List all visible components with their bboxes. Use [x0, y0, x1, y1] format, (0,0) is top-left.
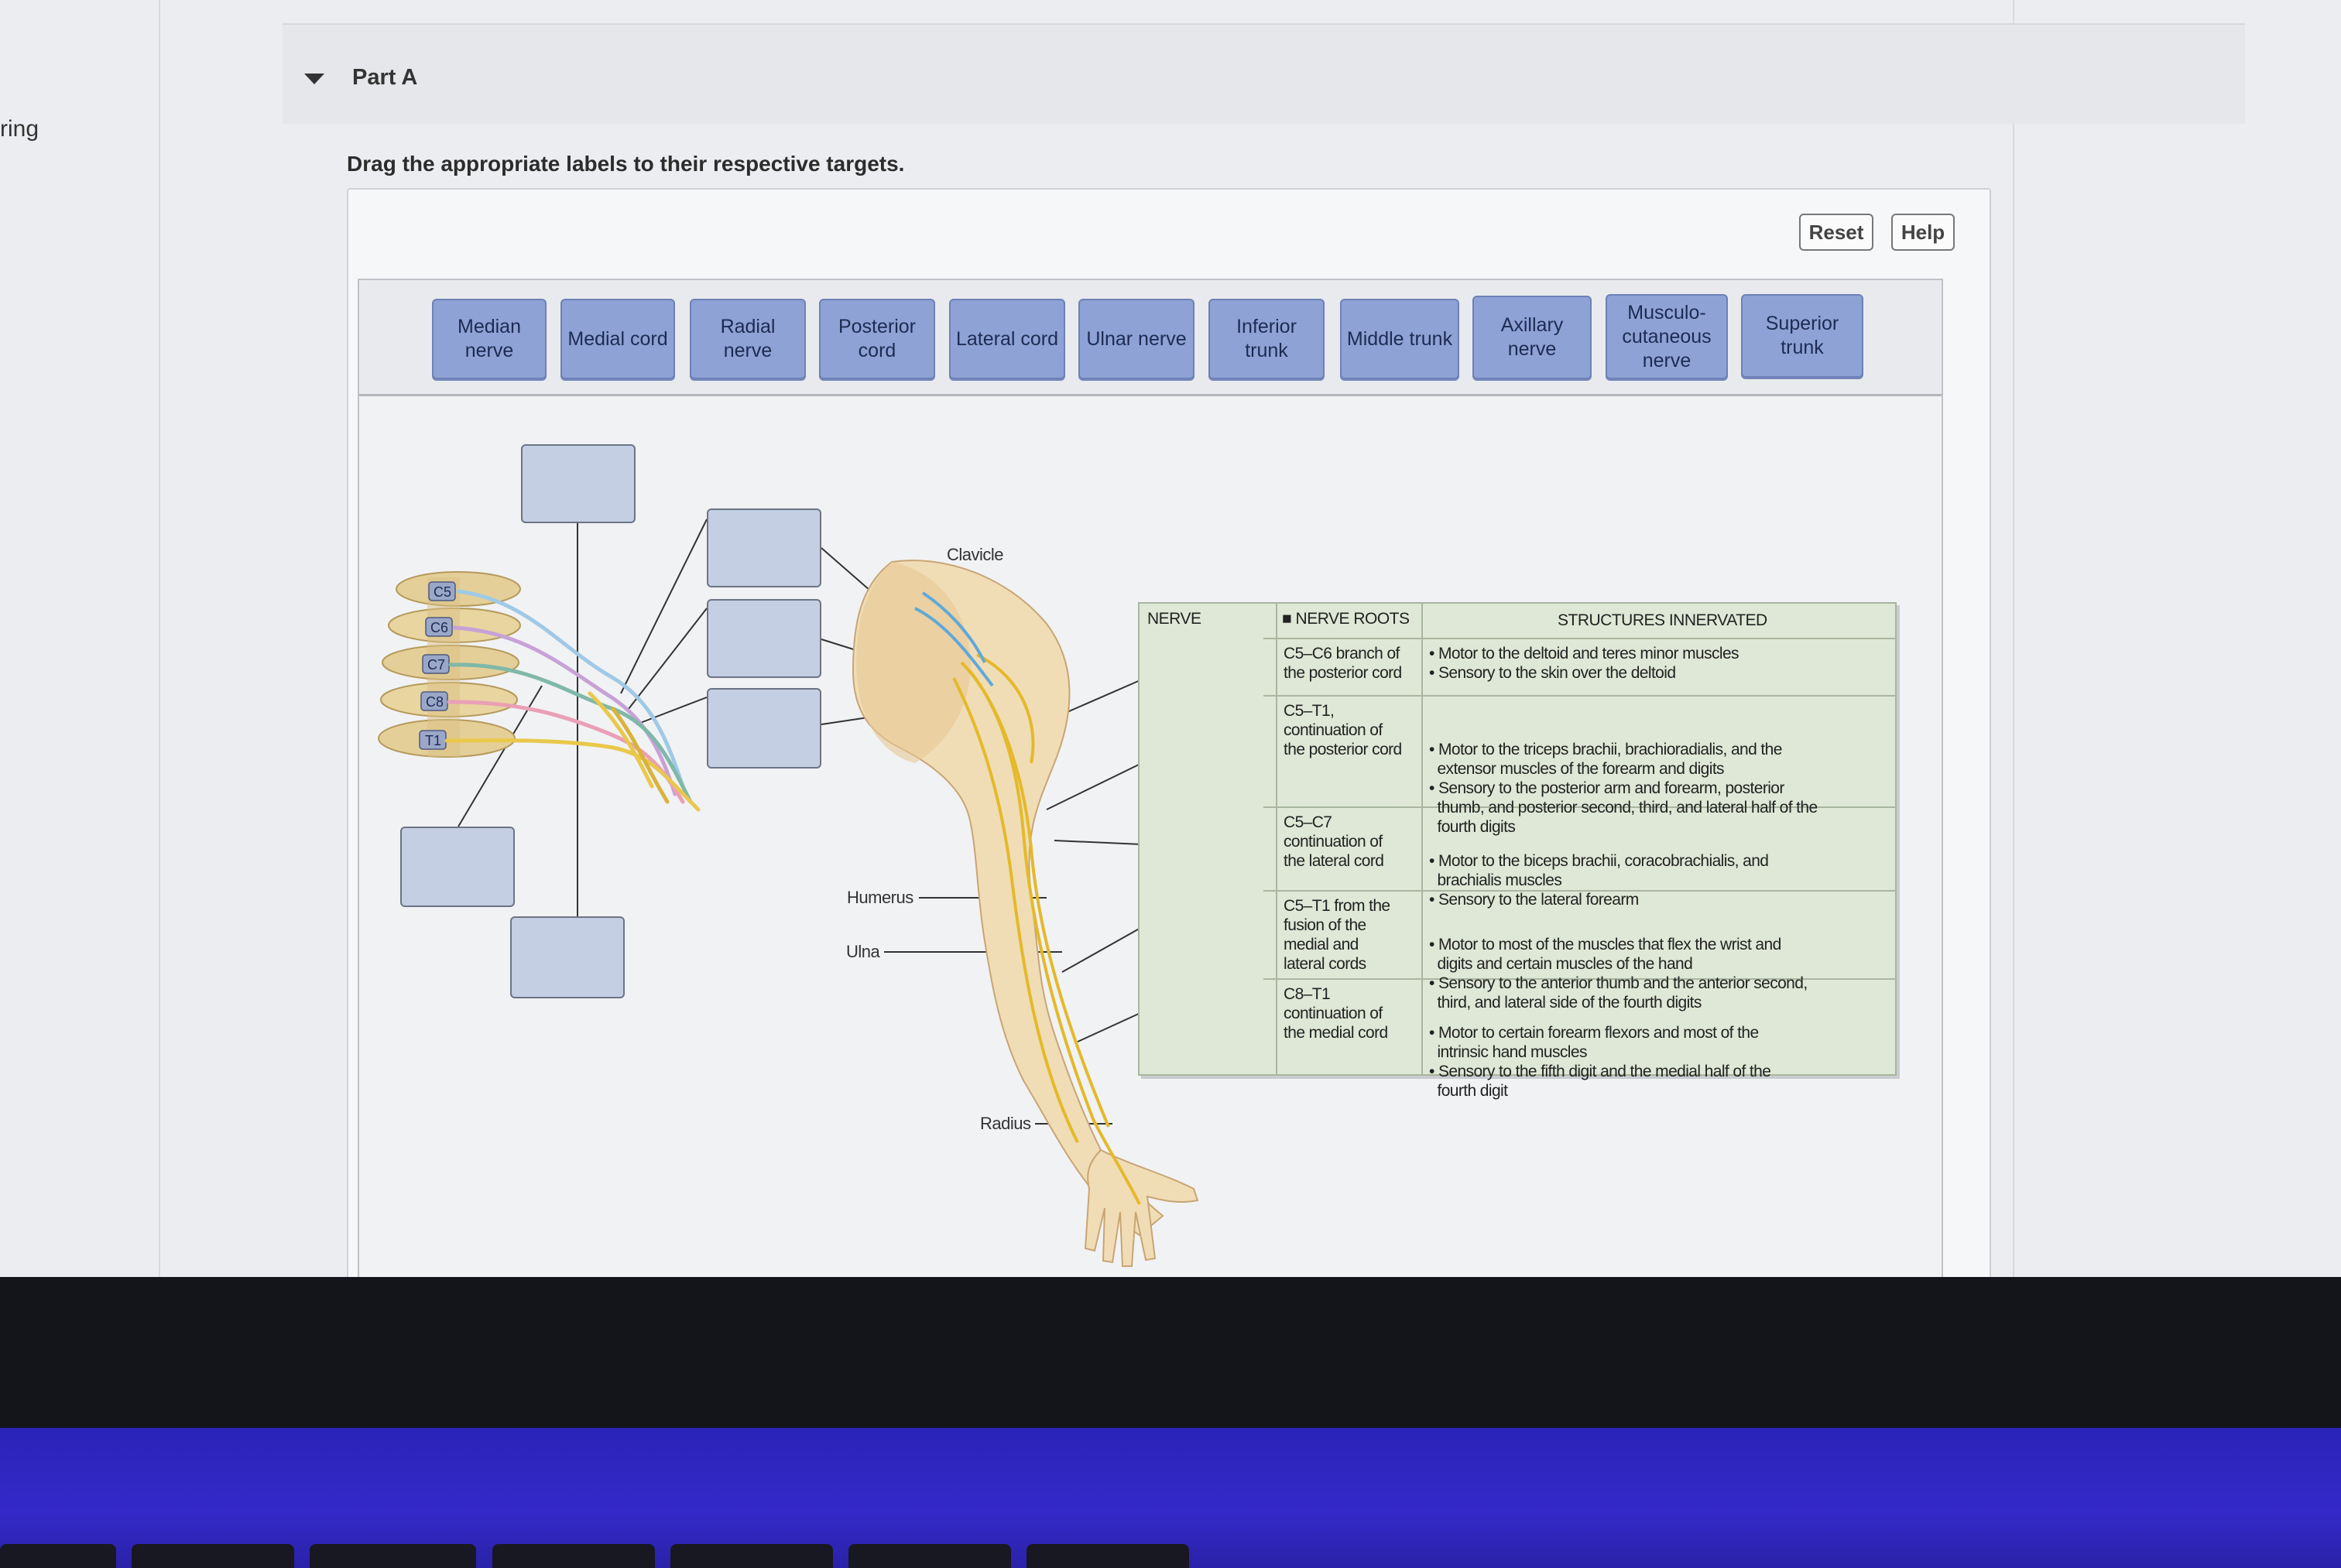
- label-middle-trunk[interactable]: Middle trunk: [1340, 299, 1459, 379]
- keyboard-keys: [0, 1544, 2341, 1568]
- label-median-nerve[interactable]: Median nerve: [432, 299, 547, 379]
- reset-button[interactable]: Reset: [1799, 214, 1873, 251]
- drop-target-plexus-bottom[interactable]: [510, 916, 625, 998]
- help-button[interactable]: Help: [1891, 214, 1955, 251]
- label-medial-cord[interactable]: Medial cord: [560, 299, 675, 379]
- radius-label: Radius: [980, 1114, 1031, 1133]
- collapse-caret-icon[interactable]: [304, 74, 324, 84]
- part-header[interactable]: [283, 23, 2245, 124]
- label-ulnar-nerve[interactable]: Ulnar nerve: [1078, 299, 1194, 379]
- brachial-plexus-illustration: C5 C6 C7 C8 T1: [378, 519, 1199, 1267]
- label-posterior-cord[interactable]: Posterior cord: [819, 299, 935, 379]
- structures-cell: • Motor to most of the muscles that flex…: [1429, 936, 1808, 1012]
- humerus-label: Humerus: [847, 888, 913, 907]
- structures-cell: • Motor to the biceps brachii, coracobra…: [1429, 852, 1769, 909]
- structures-cell: • Motor to the deltoid and teres minor m…: [1429, 645, 1739, 682]
- table-header-nerve: NERVE: [1147, 610, 1201, 628]
- table-header-structures: STRUCTURES INNERVATED: [1558, 611, 1767, 629]
- ulna-label: Ulna: [846, 942, 880, 961]
- nerve-table: NERVE ■ NERVE ROOTS STRUCTURES INNERVATE…: [1138, 602, 1897, 1100]
- structures-cell: • Motor to the triceps brachii, brachior…: [1429, 741, 1818, 836]
- table-header-roots: ■ NERVE ROOTS: [1282, 610, 1410, 628]
- label-musculocutaneous-nerve[interactable]: Musculo-cutaneous nerve: [1606, 294, 1728, 379]
- arm-nerves: [952, 653, 1141, 1205]
- label-lateral-cord[interactable]: Lateral cord: [949, 299, 1065, 379]
- right-divider: [2013, 0, 2014, 1316]
- table-header-roots-text: NERVE ROOTS: [1295, 610, 1410, 628]
- vertebra-label: C7: [427, 657, 445, 673]
- label-superior-trunk[interactable]: Superior trunk: [1741, 294, 1863, 378]
- left-edge-text-fragment: ring: [0, 116, 39, 142]
- drop-target-plexus-1[interactable]: [707, 508, 821, 587]
- label-radial-nerve[interactable]: Radial nerve: [690, 299, 806, 379]
- drop-target-plexus-left[interactable]: [400, 827, 515, 907]
- vertebra-label: C6: [430, 620, 448, 635]
- drop-target-plexus-top[interactable]: [521, 444, 636, 523]
- drop-target-plexus-2[interactable]: [707, 599, 821, 678]
- vertebra-label: C8: [426, 694, 444, 710]
- plexus-nerves: [444, 589, 701, 812]
- vertebra-label: C5: [434, 584, 451, 600]
- structures-cell: • Motor to certain forearm flexors and m…: [1429, 1024, 1771, 1100]
- left-divider: [159, 0, 160, 1277]
- arm-illustration: [852, 560, 1199, 1267]
- label-inferior-trunk[interactable]: Inferior trunk: [1208, 299, 1325, 379]
- drop-target-plexus-3[interactable]: [707, 688, 821, 769]
- label-axillary-nerve[interactable]: Axillary nerve: [1472, 296, 1592, 379]
- instruction-text: Drag the appropriate labels to their res…: [347, 152, 905, 176]
- clavicle-label: Clavicle: [947, 545, 1004, 564]
- part-title: Part A: [352, 65, 418, 90]
- vertebra-label: T1: [425, 733, 441, 748]
